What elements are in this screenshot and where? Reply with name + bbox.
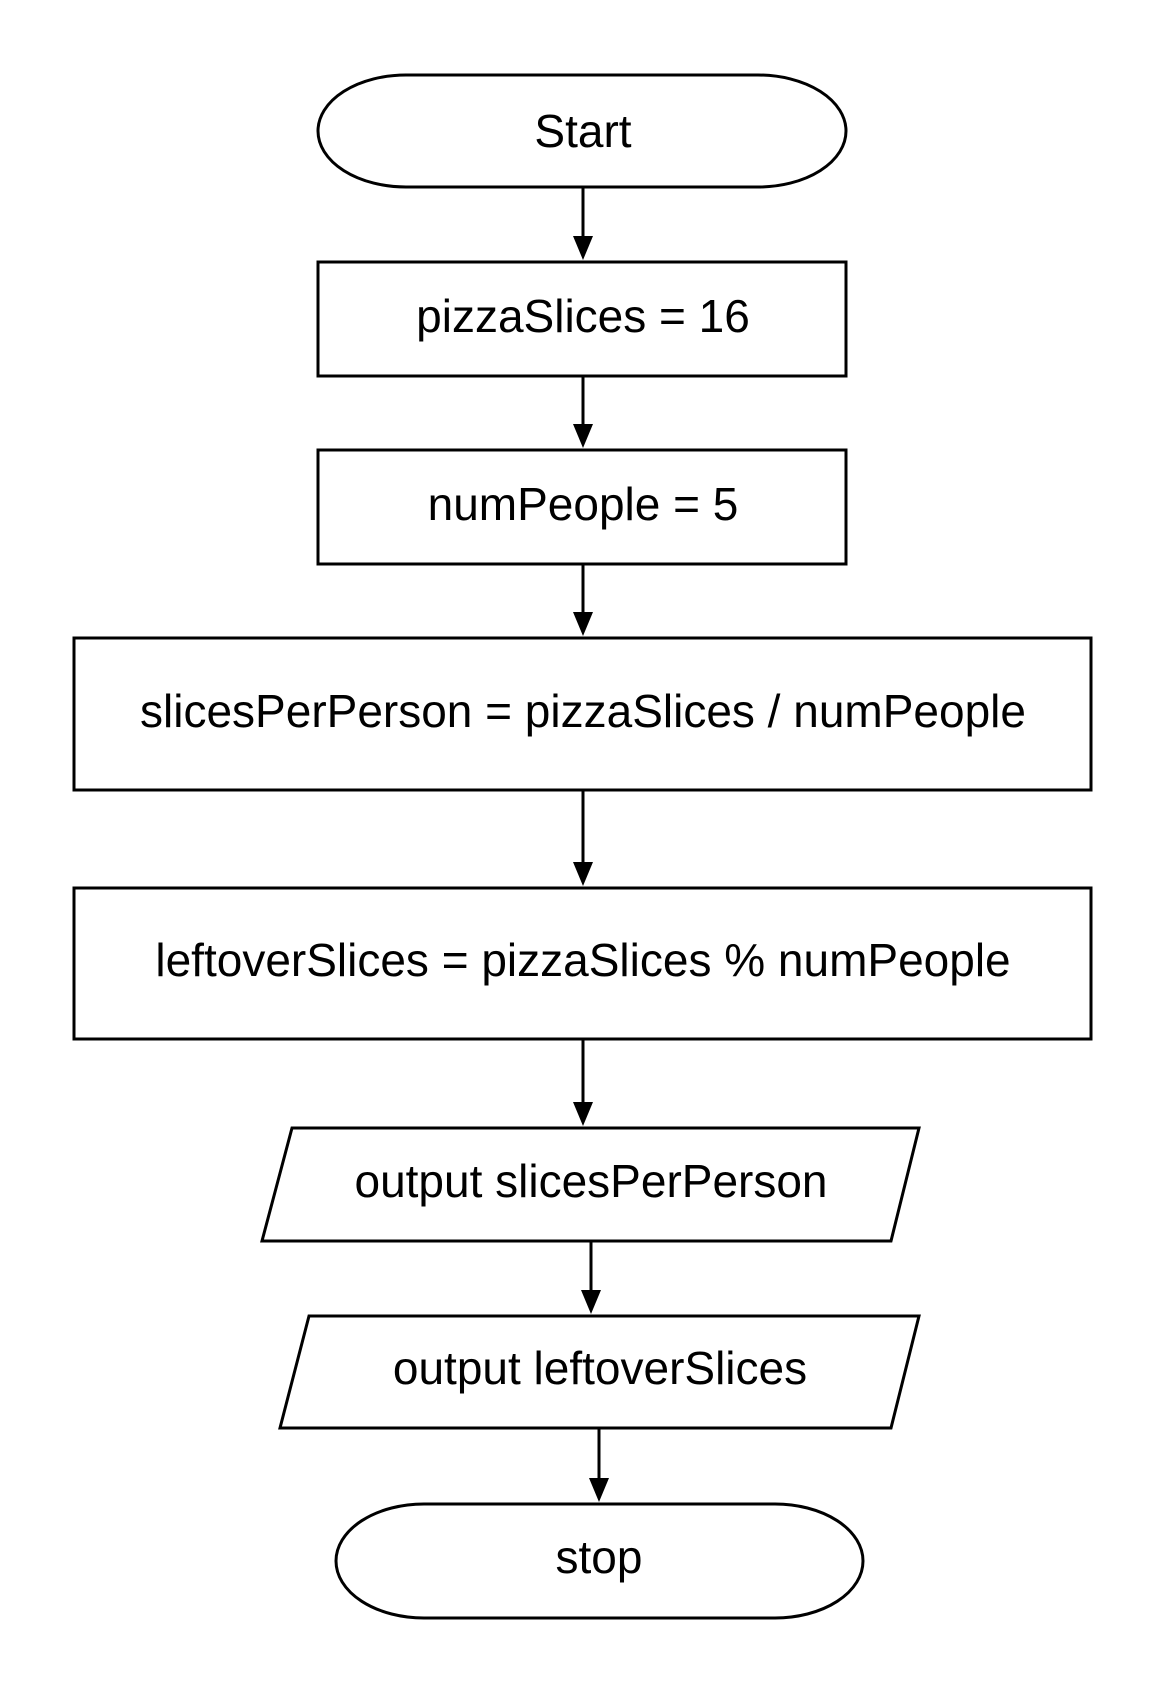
output-slices-per-person-label: output slicesPerPerson	[354, 1155, 827, 1207]
node-stop: stop	[334, 1502, 865, 1620]
output-leftover-slices-label: output leftoverSlices	[393, 1342, 807, 1394]
output-slices-per-person-io-shape	[260, 1126, 921, 1243]
edge-start-to-pizza-slices	[573, 187, 593, 260]
pizza-slices-label: pizzaSlices = 16	[416, 290, 750, 342]
slices-per-person-label: slicesPerPerson = pizzaSlices / numPeopl…	[140, 685, 1026, 737]
num-people-process-box	[316, 448, 848, 566]
node-pizza-slices: pizzaSlices = 16	[316, 260, 848, 378]
start-terminal-shape	[316, 73, 848, 189]
edge-pizza-slices-to-num-people	[573, 376, 593, 448]
stop-label: stop	[556, 1531, 643, 1583]
stop-terminal-shape	[334, 1502, 865, 1620]
edge-slices-per-person-to-leftover-slices	[573, 790, 593, 886]
pizza-slices-process-box	[316, 260, 848, 378]
node-start: Start	[316, 73, 848, 189]
node-slices-per-person: slicesPerPerson = pizzaSlices / numPeopl…	[72, 636, 1093, 792]
connectors	[573, 187, 609, 1502]
node-output-leftover-slices: output leftoverSlices	[278, 1314, 921, 1430]
output-leftover-slices-io-shape	[278, 1314, 921, 1430]
edge-leftover-slices-to-output-slices-per-person	[573, 1039, 593, 1126]
node-leftover-slices: leftoverSlices = pizzaSlices % numPeople	[72, 886, 1093, 1041]
leftover-slices-label: leftoverSlices = pizzaSlices % numPeople	[155, 934, 1010, 986]
node-output-slices-per-person: output slicesPerPerson	[260, 1126, 921, 1243]
edge-output-slices-per-person-to-output-leftover-slices	[581, 1241, 601, 1314]
edge-output-leftover-slices-to-stop	[589, 1428, 609, 1502]
leftover-slices-process-box	[72, 886, 1093, 1041]
start-label: Start	[534, 105, 631, 157]
num-people-label: numPeople = 5	[428, 478, 739, 530]
node-num-people: numPeople = 5	[316, 448, 848, 566]
edge-num-people-to-slices-per-person	[573, 564, 593, 636]
slices-per-person-process-box	[72, 636, 1093, 792]
